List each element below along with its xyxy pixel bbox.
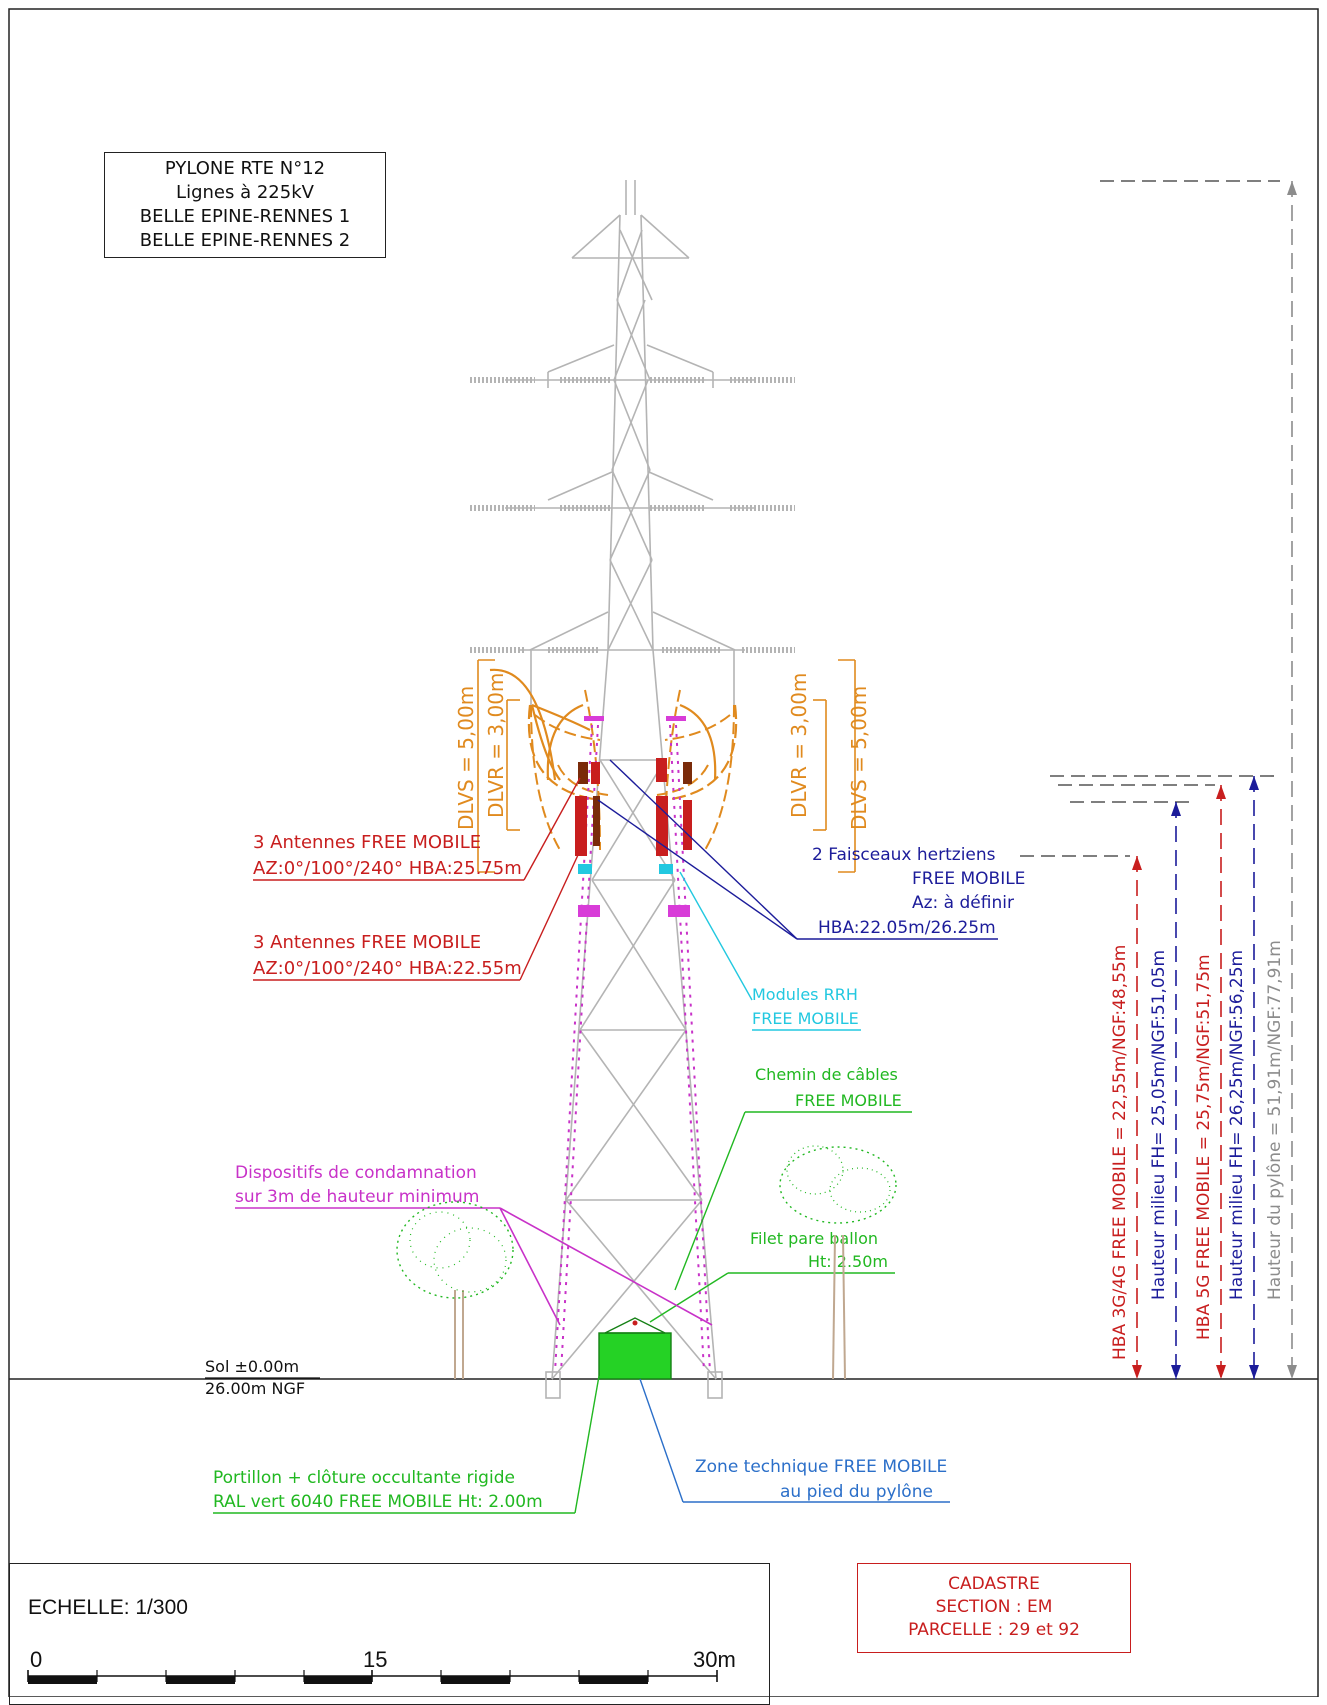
- clearance-curves: [489, 668, 717, 781]
- scale-tick-30: 30m: [693, 1647, 736, 1672]
- technical-zone: [598, 1332, 672, 1380]
- dim-pylone: Hauteur du pylône = 51,91m/NGF:77,91m: [1265, 940, 1285, 1300]
- zone-label-1: Zone technique FREE MOBILE: [695, 1457, 947, 1477]
- pylon-structure: [505, 180, 756, 1399]
- dim-fh-high: Hauteur milieu FH= 26,25m/NGF:56,25m: [1227, 950, 1247, 1300]
- antennas-upper-leader: [523, 777, 581, 881]
- antennas-upper-label-1: 3 Antennes FREE MOBILE: [253, 832, 481, 853]
- dim-hba-5g: HBA 5G FREE MOBILE = 25,75m/NGF:51,75m: [1194, 954, 1214, 1340]
- condamnation-label-2: sur 3m de hauteur minimum: [235, 1187, 479, 1207]
- rrh-leader: [679, 871, 753, 1001]
- cadastre-line-2: SECTION : EM: [935, 1597, 1053, 1617]
- dimension-arrows: [1132, 181, 1297, 1379]
- fh-label-3: Az: à définir: [912, 893, 1014, 913]
- portillon-leader: [574, 1375, 600, 1514]
- rrh-label-2: FREE MOBILE: [752, 1009, 859, 1028]
- cadastre-line-3: PARCELLE : 29 et 92: [908, 1620, 1080, 1640]
- zone-label-2: au pied du pylône: [780, 1482, 933, 1502]
- filet-label-2: Ht: 2.50m: [808, 1252, 888, 1271]
- antenna-top-right-a: [656, 758, 667, 782]
- cables-label-2: FREE MOBILE: [795, 1091, 902, 1110]
- condamnation-leaders: [499, 1207, 713, 1326]
- rrh-label-1: Modules RRH: [752, 985, 858, 1004]
- fh-leaders: [597, 759, 798, 940]
- title-line-4: BELLE EPINE-RENNES 2: [139, 230, 351, 251]
- antennas-lower-label-1: 3 Antennes FREE MOBILE: [253, 932, 481, 953]
- title-block: PYLONE RTE N°12 Lignes à 225kV BELLE EPI…: [104, 152, 386, 258]
- swing-envelopes: [527, 704, 738, 802]
- cables-label-1: Chemin de câbles: [755, 1065, 898, 1084]
- title-line-1: PYLONE RTE N°12: [164, 158, 326, 179]
- fh-label-1: 2 Faisceaux hertziens: [812, 845, 996, 865]
- antenna-left-b: [593, 796, 600, 846]
- fh-label-2: FREE MOBILE: [912, 869, 1025, 889]
- sol-label-1: Sol ±0.00m: [205, 1357, 299, 1376]
- scale-tick-0: 0: [30, 1647, 43, 1672]
- dlvs-right-label: DLVS = 5,00m: [847, 686, 871, 830]
- cables-leader: [674, 1111, 746, 1291]
- magenta-brackets: [578, 716, 690, 917]
- dlvr-right-label: DLVR = 3,00m: [787, 673, 811, 818]
- condamnation-label-1: Dispositifs de condamnation: [235, 1163, 477, 1183]
- scale-title: ECHELLE: 1/300: [28, 1596, 188, 1619]
- sol-label-2: 26.00m NGF: [205, 1379, 305, 1398]
- insulators: [470, 377, 795, 653]
- antenna-right-a: [656, 796, 668, 856]
- dlvs-left-label: DLVS = 5,00m: [454, 686, 478, 830]
- title-line-3: BELLE EPINE-RENNES 1: [139, 206, 351, 227]
- antennas-upper-label-2: AZ:0°/100°/240° HBA:25.75m: [253, 858, 522, 879]
- dlvr-left-label: DLVR = 3,00m: [484, 673, 508, 818]
- antenna-top-right-b: [683, 762, 692, 784]
- antenna-top-left-b: [591, 762, 600, 784]
- dim-hba-3g4g: HBA 3G/4G FREE MOBILE = 22,55m/NGF:48,55…: [1110, 945, 1130, 1360]
- cadastre-block: CADASTRE SECTION : EM PARCELLE : 29 et 9…: [857, 1563, 1131, 1653]
- antenna-right-b: [683, 800, 692, 850]
- scale-tick-15: 15: [363, 1647, 388, 1672]
- filet-label-1: Filet pare ballon: [750, 1229, 878, 1248]
- fh-label-4: HBA:22.05m/26.25m: [818, 918, 996, 938]
- dlv-dimensions: [477, 659, 856, 873]
- tree-right: [779, 1145, 897, 1380]
- rrh-left: [578, 864, 592, 874]
- technical-zone-marker: [632, 1320, 638, 1326]
- clearance-arcs: [530, 689, 735, 851]
- antennas-lower-leader: [519, 854, 579, 981]
- antenna-left-a: [575, 796, 587, 856]
- antenna-top-left-a: [578, 762, 588, 784]
- scale-bar: [27, 1670, 718, 1684]
- dim-fh-low: Hauteur milieu FH= 25,05m/NGF:51,05m: [1149, 950, 1169, 1300]
- portillon-label-2: RAL vert 6040 FREE MOBILE Ht: 2.00m: [213, 1492, 543, 1512]
- filet-leader: [649, 1272, 729, 1323]
- antennas-free-mobile: [575, 758, 692, 856]
- antennas-lower-label-2: AZ:0°/100°/240° HBA:22.55m: [253, 958, 522, 979]
- left-swing-arcs: [530, 703, 591, 781]
- frame-border: [8, 8, 1319, 1697]
- cadastre-line-1: CADASTRE: [948, 1574, 1040, 1594]
- title-line-2: Lignes à 225kV: [176, 182, 314, 203]
- portillon-label-1: Portillon + clôture occultante rigide: [213, 1468, 515, 1488]
- tree-left: [396, 1201, 514, 1379]
- zone-leader: [639, 1378, 684, 1503]
- rrh-modules: [578, 864, 673, 874]
- height-dimensions: [1020, 180, 1293, 1379]
- technical-zone-roof: [604, 1317, 666, 1334]
- rrh-right: [659, 864, 673, 874]
